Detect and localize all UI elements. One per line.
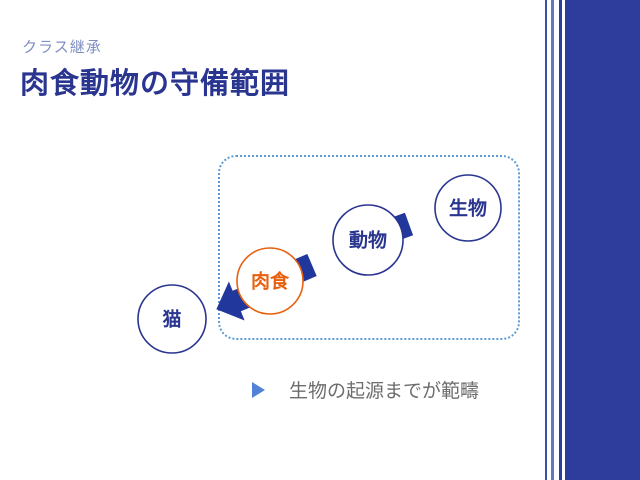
accent-stripe-gap-2	[554, 0, 559, 480]
bullet-text: 生物の起源までが範疇	[289, 381, 480, 402]
node-nikushoku-circle	[236, 247, 304, 315]
accent-band-main	[565, 0, 640, 480]
node-nikushoku[interactable]: 肉食	[236, 247, 304, 315]
node-neko-circle	[137, 284, 207, 354]
node-nikushoku-label: 肉食	[251, 270, 290, 293]
node-seibutsu-circle	[434, 174, 502, 242]
accent-stripe-gap-1	[547, 0, 551, 480]
node-neko-label: 猫	[162, 308, 181, 331]
accent-stripe-1	[545, 0, 547, 480]
triangle-right-icon	[252, 381, 265, 398]
node-neko[interactable]: 猫	[137, 284, 207, 354]
accent-stripe-2	[551, 0, 554, 480]
bullet-row: 生物の起源までが範疇	[252, 376, 479, 403]
slide-subtitle: クラス継承	[22, 39, 102, 56]
node-seibutsu-label: 生物	[449, 197, 487, 220]
scope-boundary-box	[218, 155, 520, 340]
node-doubutsu-circle	[332, 204, 404, 276]
accent-stripe-3	[559, 0, 562, 480]
page-title: 肉食動物の守備範囲	[20, 68, 291, 100]
node-seibutsu[interactable]: 生物	[434, 174, 502, 242]
node-doubutsu[interactable]: 動物	[332, 204, 404, 276]
accent-stripe-gap-3	[562, 0, 565, 480]
node-doubutsu-label: 動物	[349, 229, 387, 252]
